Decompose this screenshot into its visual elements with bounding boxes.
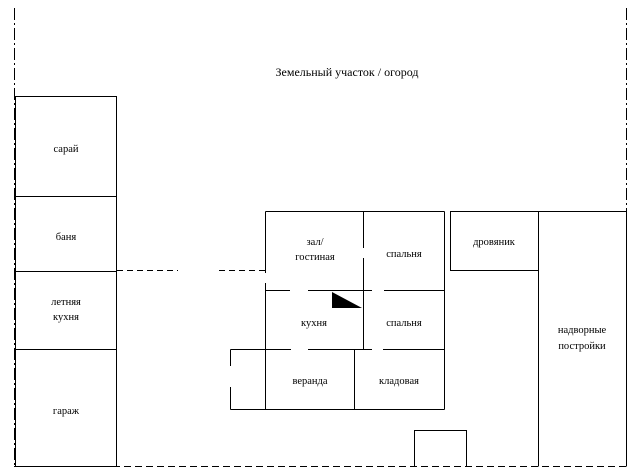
label-banya: баня xyxy=(56,232,77,243)
small-structure-outline xyxy=(414,430,467,467)
nadvornye-outline xyxy=(538,211,627,467)
label-veranda: веранда xyxy=(292,376,327,387)
label-zal-line1: зал/ xyxy=(306,237,323,248)
letnyaya-kukhnya-outline xyxy=(15,271,117,350)
label-spalnya-2: спальня xyxy=(386,318,422,329)
plan-lines xyxy=(14,8,627,468)
label-letnyaya-line1: летняя xyxy=(51,297,81,308)
label-spalnya-1: спальня xyxy=(386,249,422,260)
stove-symbol xyxy=(332,292,362,308)
label-nadvornye-line2: постройки xyxy=(558,341,606,352)
label-kladovaya: кладовая xyxy=(379,376,419,387)
label-saray: сарай xyxy=(54,144,79,155)
drovyanik-outline xyxy=(450,211,539,271)
label-kukhnya: кухня xyxy=(301,318,327,329)
label-letnyaya-line2: кухня xyxy=(53,312,79,323)
label-drovyanik: дровяник xyxy=(473,237,516,248)
label-nadvornye-line1: надворные xyxy=(558,325,607,336)
plot-title: Земельный участок / огород xyxy=(276,65,419,79)
garazh-outline xyxy=(15,349,117,467)
label-garazh: гараж xyxy=(53,406,80,417)
label-zal-line2: гостиная xyxy=(295,252,335,263)
